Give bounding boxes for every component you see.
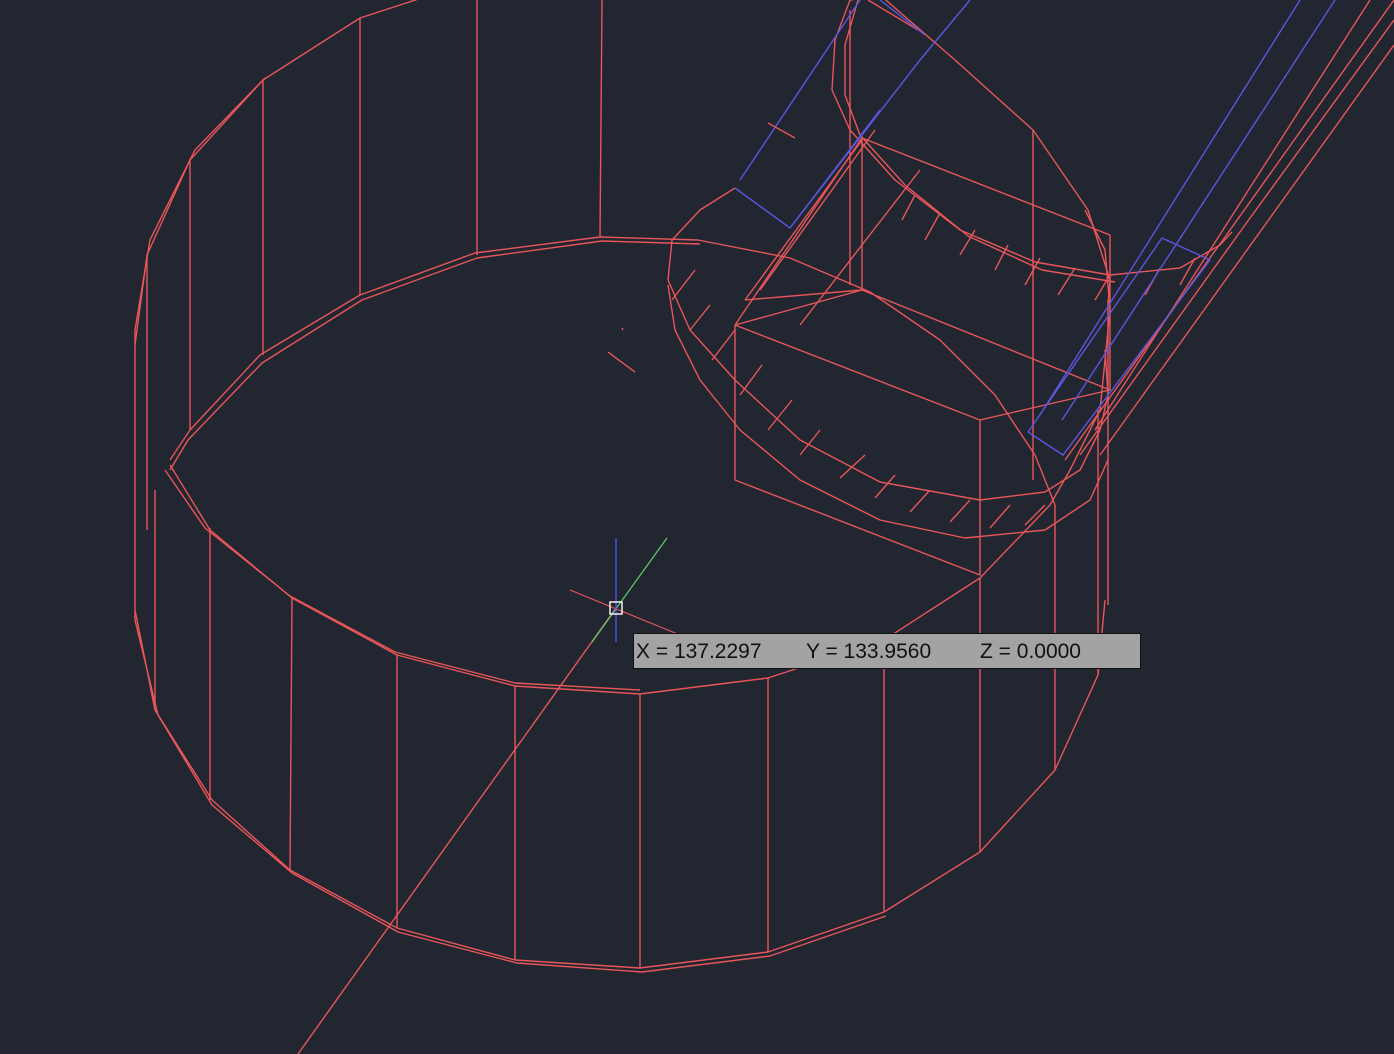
construction-line <box>297 607 617 1054</box>
large-cylinder-silhouette-left <box>134 0 603 620</box>
disc-bottom-ellipse <box>667 284 1109 539</box>
crosshair-pickbox-cursor-icon[interactable] <box>609 601 623 615</box>
inner-box-diagonals <box>734 129 921 326</box>
inner-box-frame <box>734 10 1111 576</box>
large-cylinder-inner-ellipse <box>169 236 1056 506</box>
coordinate-x-readout: X = 137.2297 <box>636 640 762 663</box>
ucs-x-axis <box>569 589 681 636</box>
disc-hatch <box>671 269 1046 529</box>
blue-arm-top <box>734 0 971 229</box>
angled-arm-red <box>1064 0 1394 461</box>
coordinate-tooltip: X = 137.2297 Y = 133.9560 Z = 0.0000 <box>633 633 1141 669</box>
blue-arm-right <box>1027 0 1336 456</box>
large-cylinder-top-rim-inner <box>134 77 266 331</box>
coordinate-z-readout: Z = 0.0000 <box>980 640 1081 663</box>
large-cylinder-front-rim-inner <box>164 469 641 691</box>
coordinate-y-readout: Y = 133.9560 <box>806 640 932 663</box>
model-annotation-marks <box>607 122 796 373</box>
ucs-y-axis <box>591 537 668 643</box>
